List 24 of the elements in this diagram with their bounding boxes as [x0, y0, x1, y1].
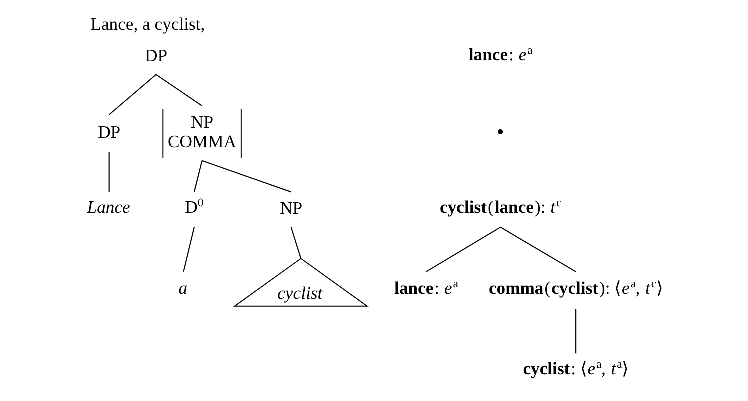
- node-text: Lance: [86, 197, 130, 218]
- connector: [500, 226, 576, 272]
- connector: [202, 160, 291, 193]
- label: •: [496, 120, 504, 144]
- node-text: DP: [144, 45, 168, 66]
- connector: [156, 74, 202, 107]
- node-text: lance: e$^{a}$: [394, 277, 458, 298]
- node-text: cyclist(lance): t$^{c}$: [440, 196, 562, 218]
- node-text: lance: e$^{a}$: [468, 44, 532, 64]
- node-text: a: [178, 278, 188, 298]
- node-text: NP: [280, 198, 302, 218]
- connector: [182, 227, 194, 272]
- node-text: DP: [98, 122, 120, 142]
- connector: [426, 226, 500, 272]
- connector: [575, 309, 576, 354]
- diagram-title: Lance, a cyclist,: [90, 14, 205, 34]
- connector: [193, 160, 202, 192]
- connector: [290, 227, 302, 259]
- node-text: NP COMMA: [168, 112, 236, 152]
- node-text: D$^{0}$: [184, 196, 204, 218]
- node-text: comma(cyclist): ⟨e$^{a}$, t$^{c}$⟩: [488, 277, 663, 298]
- connector: [108, 74, 156, 116]
- node-text: cyclist: ⟨e$^{a}$, t$^{a}$⟩: [522, 358, 629, 379]
- connector: [108, 152, 110, 192]
